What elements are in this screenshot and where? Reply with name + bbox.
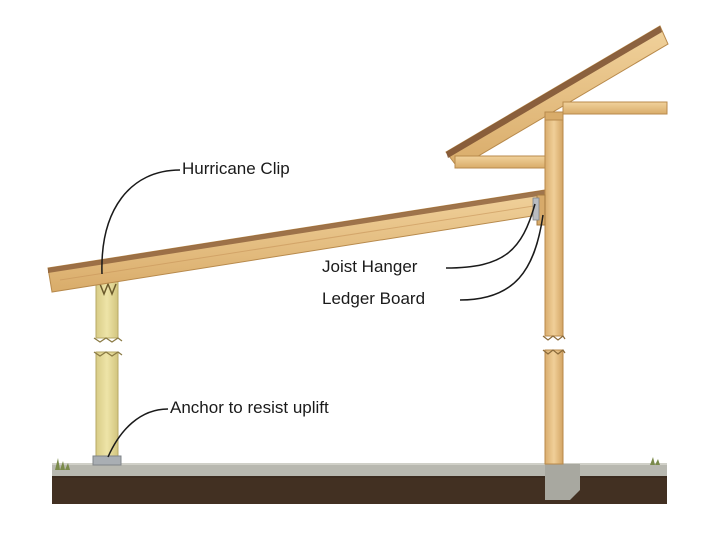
hurricane-clip-label: Hurricane Clip bbox=[182, 159, 290, 178]
grass-icon bbox=[55, 458, 70, 470]
joist-hanger-label: Joist Hanger bbox=[322, 257, 418, 276]
post-break bbox=[93, 337, 123, 343]
post-break bbox=[93, 351, 123, 357]
ledger-board-label: Ledger Board bbox=[322, 289, 426, 308]
grass-icon bbox=[650, 457, 660, 465]
leader-joist-hanger bbox=[445, 203, 536, 269]
lean-to-roofing bbox=[48, 190, 545, 273]
leader-anchor bbox=[107, 408, 169, 458]
post-anchor bbox=[92, 455, 122, 466]
leader-ledger-board bbox=[459, 214, 544, 301]
ceiling-joist bbox=[454, 155, 546, 169]
stud-break bbox=[542, 349, 566, 355]
hurricane-clip-hardware bbox=[99, 281, 117, 297]
wall-stud-lower bbox=[544, 349, 564, 465]
anchor-label: Anchor to resist uplift bbox=[170, 398, 329, 417]
ground-graphic bbox=[52, 457, 667, 504]
concrete-slab bbox=[52, 464, 667, 476]
upper-roof-graphic bbox=[445, 25, 669, 169]
wall-graphic bbox=[532, 115, 566, 465]
top-plate bbox=[544, 111, 564, 121]
post-graphic bbox=[92, 279, 123, 466]
main-roofing bbox=[446, 26, 662, 158]
stud-break bbox=[542, 335, 566, 341]
top-plate-beam bbox=[562, 101, 668, 115]
leader-lines bbox=[101, 169, 544, 458]
rafter-graphic bbox=[47, 189, 546, 293]
footing bbox=[545, 464, 580, 500]
slab-top-edge bbox=[52, 463, 667, 465]
wall-stud-upper bbox=[544, 115, 564, 337]
rafter-grain bbox=[59, 204, 541, 281]
leader-hurricane-clip bbox=[101, 169, 181, 275]
